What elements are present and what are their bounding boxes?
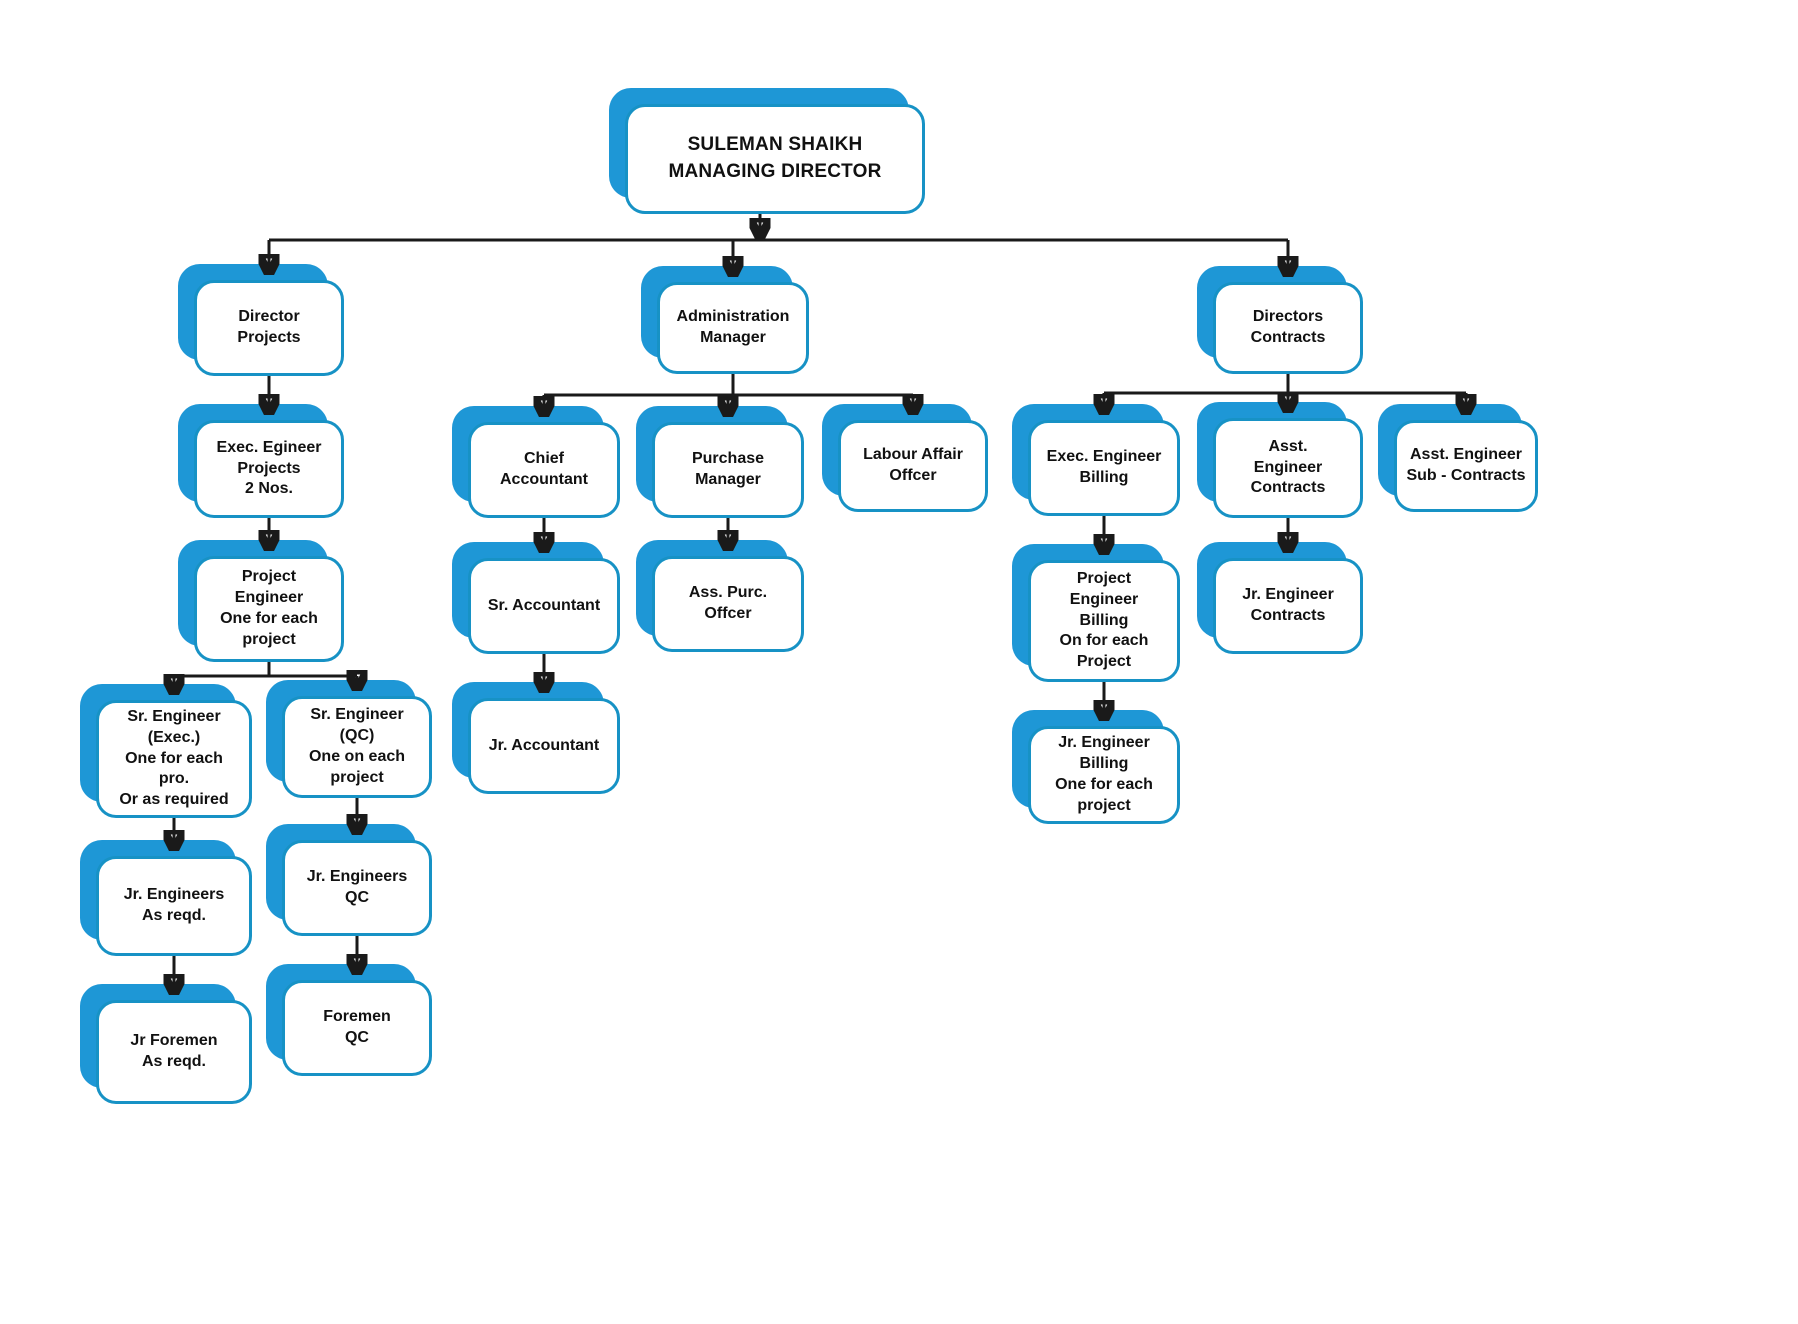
node-label: Ass. Purc. Offcer <box>688 584 768 622</box>
node-face: Jr. Engineers QC <box>282 840 432 936</box>
org-node-administration-manager: Administration Manager <box>641 266 809 374</box>
org-node-jr-accountant: Jr. Accountant <box>452 682 620 794</box>
node-face: Exec. Engineer Billing <box>1028 420 1180 516</box>
node-face: Sr. Engineer (Exec.) One for each pro. O… <box>96 700 252 818</box>
org-node-labour-affair-officer: Labour Affair Offcer <box>822 404 988 512</box>
node-face: Labour Affair Offcer <box>838 420 988 512</box>
node-face: Jr Foremen As reqd. <box>96 1000 252 1104</box>
node-label: Jr. Accountant <box>488 736 600 754</box>
node-label: Exec. Egineer Projects 2 Nos. <box>216 438 322 498</box>
node-face: Jr. Engineer Contracts <box>1213 558 1363 654</box>
node-face: Chief Accountant <box>468 422 620 518</box>
org-node-ass-purc-officer: Ass. Purc. Offcer <box>636 540 804 652</box>
org-node-jr-engineer-billing: Jr. Engineer Billing One for each projec… <box>1012 710 1180 824</box>
node-face: SULEMAN SHAIKH MANAGING DIRECTOR <box>625 104 925 214</box>
org-node-managing-director: SULEMAN SHAIKH MANAGING DIRECTOR <box>609 88 925 214</box>
org-node-director-projects: Director Projects <box>178 264 344 376</box>
node-face: Project Engineer Billing On for each Pro… <box>1028 560 1180 682</box>
node-label: Jr. Engineer Billing One for each projec… <box>1055 734 1153 814</box>
org-node-sr-engineer-exec: Sr. Engineer (Exec.) One for each pro. O… <box>80 684 252 818</box>
node-label: Purchase Manager <box>691 450 765 488</box>
node-label: Jr Foremen As reqd. <box>130 1032 218 1070</box>
node-face: Asst. Engineer Sub - Contracts <box>1394 420 1538 512</box>
org-node-asst-engineer-sub-contracts: Asst. Engineer Sub - Contracts <box>1378 404 1538 512</box>
node-face: Sr. Engineer (QC) One on each project <box>282 696 432 798</box>
node-label: Jr. Engineers As reqd. <box>123 886 225 924</box>
org-node-asst-engineer-contracts: Asst. Engineer Contracts <box>1197 402 1363 518</box>
node-label: Sr. Engineer (QC) One on each project <box>308 706 406 786</box>
node-label: Sr. Engineer (Exec.) One for each pro. O… <box>119 708 229 809</box>
org-node-exec-engineer-billing: Exec. Engineer Billing <box>1012 404 1180 516</box>
org-node-sr-engineer-qc: Sr. Engineer (QC) One on each project <box>266 680 432 798</box>
node-face: Jr. Accountant <box>468 698 620 794</box>
org-node-project-engineer: Project Engineer One for each project <box>178 540 344 662</box>
org-node-project-engineer-billing: Project Engineer Billing On for each Pro… <box>1012 544 1180 682</box>
node-label: Sr. Accountant <box>487 596 601 614</box>
node-face: Asst. Engineer Contracts <box>1213 418 1363 518</box>
node-label: Directors Contracts <box>1250 308 1326 346</box>
node-label: Administration Manager <box>676 308 790 346</box>
node-face: Jr. Engineers As reqd. <box>96 856 252 956</box>
node-label: Asst. Engineer Contracts <box>1250 437 1326 497</box>
org-node-exec-engineer-projects: Exec. Egineer Projects 2 Nos. <box>178 404 344 518</box>
node-label: SULEMAN SHAIKH MANAGING DIRECTOR <box>668 134 882 182</box>
node-face: Foremen QC <box>282 980 432 1076</box>
node-face: Directors Contracts <box>1213 282 1363 374</box>
node-face: Administration Manager <box>657 282 809 374</box>
org-node-sr-accountant: Sr. Accountant <box>452 542 620 654</box>
node-label: Project Engineer Billing On for each Pro… <box>1059 570 1149 671</box>
node-label: Project Engineer One for each project <box>220 568 318 648</box>
org-node-purchase-manager: Purchase Manager <box>636 406 804 518</box>
org-node-foremen-qc: Foremen QC <box>266 964 432 1076</box>
node-face: Sr. Accountant <box>468 558 620 654</box>
node-face: Jr. Engineer Billing One for each projec… <box>1028 726 1180 824</box>
node-label: Director Projects <box>237 308 301 346</box>
node-label: Labour Affair Offcer <box>863 446 963 484</box>
node-label: Asst. Engineer Sub - Contracts <box>1406 446 1526 484</box>
node-face: Project Engineer One for each project <box>194 556 344 662</box>
org-node-directors-contracts: Directors Contracts <box>1197 266 1363 374</box>
node-face: Director Projects <box>194 280 344 376</box>
node-label: Jr. Engineers QC <box>306 868 408 906</box>
org-node-jr-foremen: Jr Foremen As reqd. <box>80 984 252 1104</box>
org-node-jr-engineers-qc: Jr. Engineers QC <box>266 824 432 936</box>
org-node-jr-engineer-contracts: Jr. Engineer Contracts <box>1197 542 1363 654</box>
node-label: Chief Accountant <box>500 450 588 488</box>
node-label: Foremen QC <box>323 1008 391 1046</box>
node-label: Jr. Engineer Contracts <box>1242 586 1334 624</box>
node-face: Purchase Manager <box>652 422 804 518</box>
node-face: Ass. Purc. Offcer <box>652 556 804 652</box>
node-label: Exec. Engineer Billing <box>1046 448 1162 486</box>
node-face: Exec. Egineer Projects 2 Nos. <box>194 420 344 518</box>
org-node-jr-engineers: Jr. Engineers As reqd. <box>80 840 252 956</box>
org-node-chief-accountant: Chief Accountant <box>452 406 620 518</box>
